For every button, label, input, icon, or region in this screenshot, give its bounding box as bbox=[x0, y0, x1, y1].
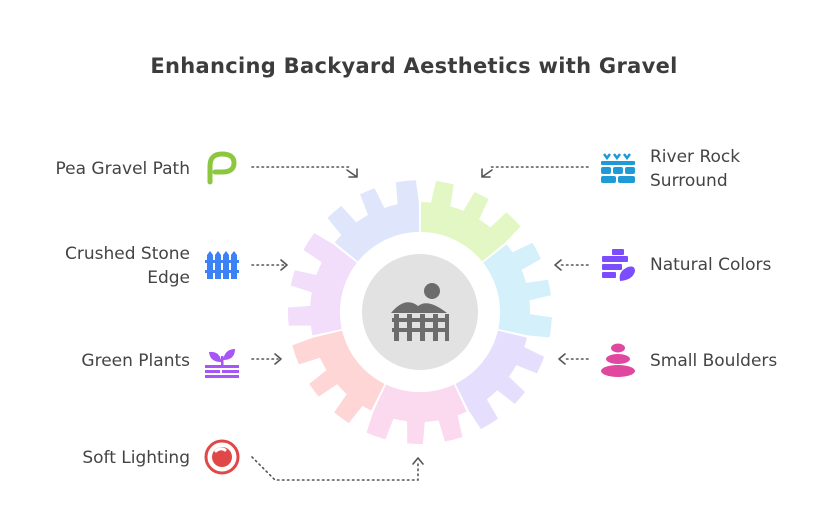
connector-soft-lighting bbox=[251, 456, 419, 481]
soft-lighting-label: Soft Lighting bbox=[82, 448, 190, 468]
gear-segment bbox=[288, 232, 357, 336]
page-title: Enhancing Backyard Aesthetics with Grave… bbox=[150, 54, 678, 78]
path-icon bbox=[202, 148, 242, 188]
crushed-stone-edge-label: Crushed Stone Edge bbox=[65, 242, 190, 290]
sprout-icon bbox=[202, 340, 242, 380]
gear-segment bbox=[327, 180, 420, 262]
fence-icon bbox=[202, 245, 242, 285]
natural-colors-label: Natural Colors bbox=[650, 255, 772, 275]
light-icon bbox=[202, 437, 242, 477]
gear-segment bbox=[292, 330, 385, 424]
arrow-crushed-stone bbox=[280, 259, 288, 271]
river-rock-surround-label-line2: Surround bbox=[650, 171, 728, 191]
gear-segment bbox=[483, 242, 552, 338]
pea-gravel-path-label: Pea Gravel Path bbox=[55, 159, 191, 179]
arrow-green-plants bbox=[274, 353, 282, 365]
backyard-fence-icon bbox=[391, 283, 449, 341]
arrow-soft-lighting bbox=[412, 457, 424, 465]
arrow-small-boulders bbox=[558, 353, 566, 365]
gear-segment bbox=[420, 180, 521, 262]
crushed-stone-edge-label-line1: Crushed Stone bbox=[64, 244, 190, 264]
gear-segments bbox=[288, 180, 552, 445]
green-plants-label: Green Plants bbox=[81, 351, 190, 371]
gear-segment bbox=[366, 384, 467, 445]
gear-segment bbox=[455, 330, 545, 430]
stacked-stones-icon bbox=[598, 340, 638, 380]
arrow-river-rock bbox=[481, 168, 493, 178]
river-rock-surround-label: River Rock Surround bbox=[650, 145, 740, 193]
palette-icon bbox=[598, 245, 638, 285]
arrow-pea-gravel bbox=[346, 168, 358, 178]
arrow-natural-colors bbox=[554, 259, 562, 271]
river-rock-surround-label-line1: River Rock bbox=[650, 147, 741, 167]
river-rock-icon bbox=[598, 148, 638, 188]
crushed-stone-edge-label-line2: Edge bbox=[147, 268, 190, 288]
small-boulders-label: Small Boulders bbox=[650, 351, 778, 371]
